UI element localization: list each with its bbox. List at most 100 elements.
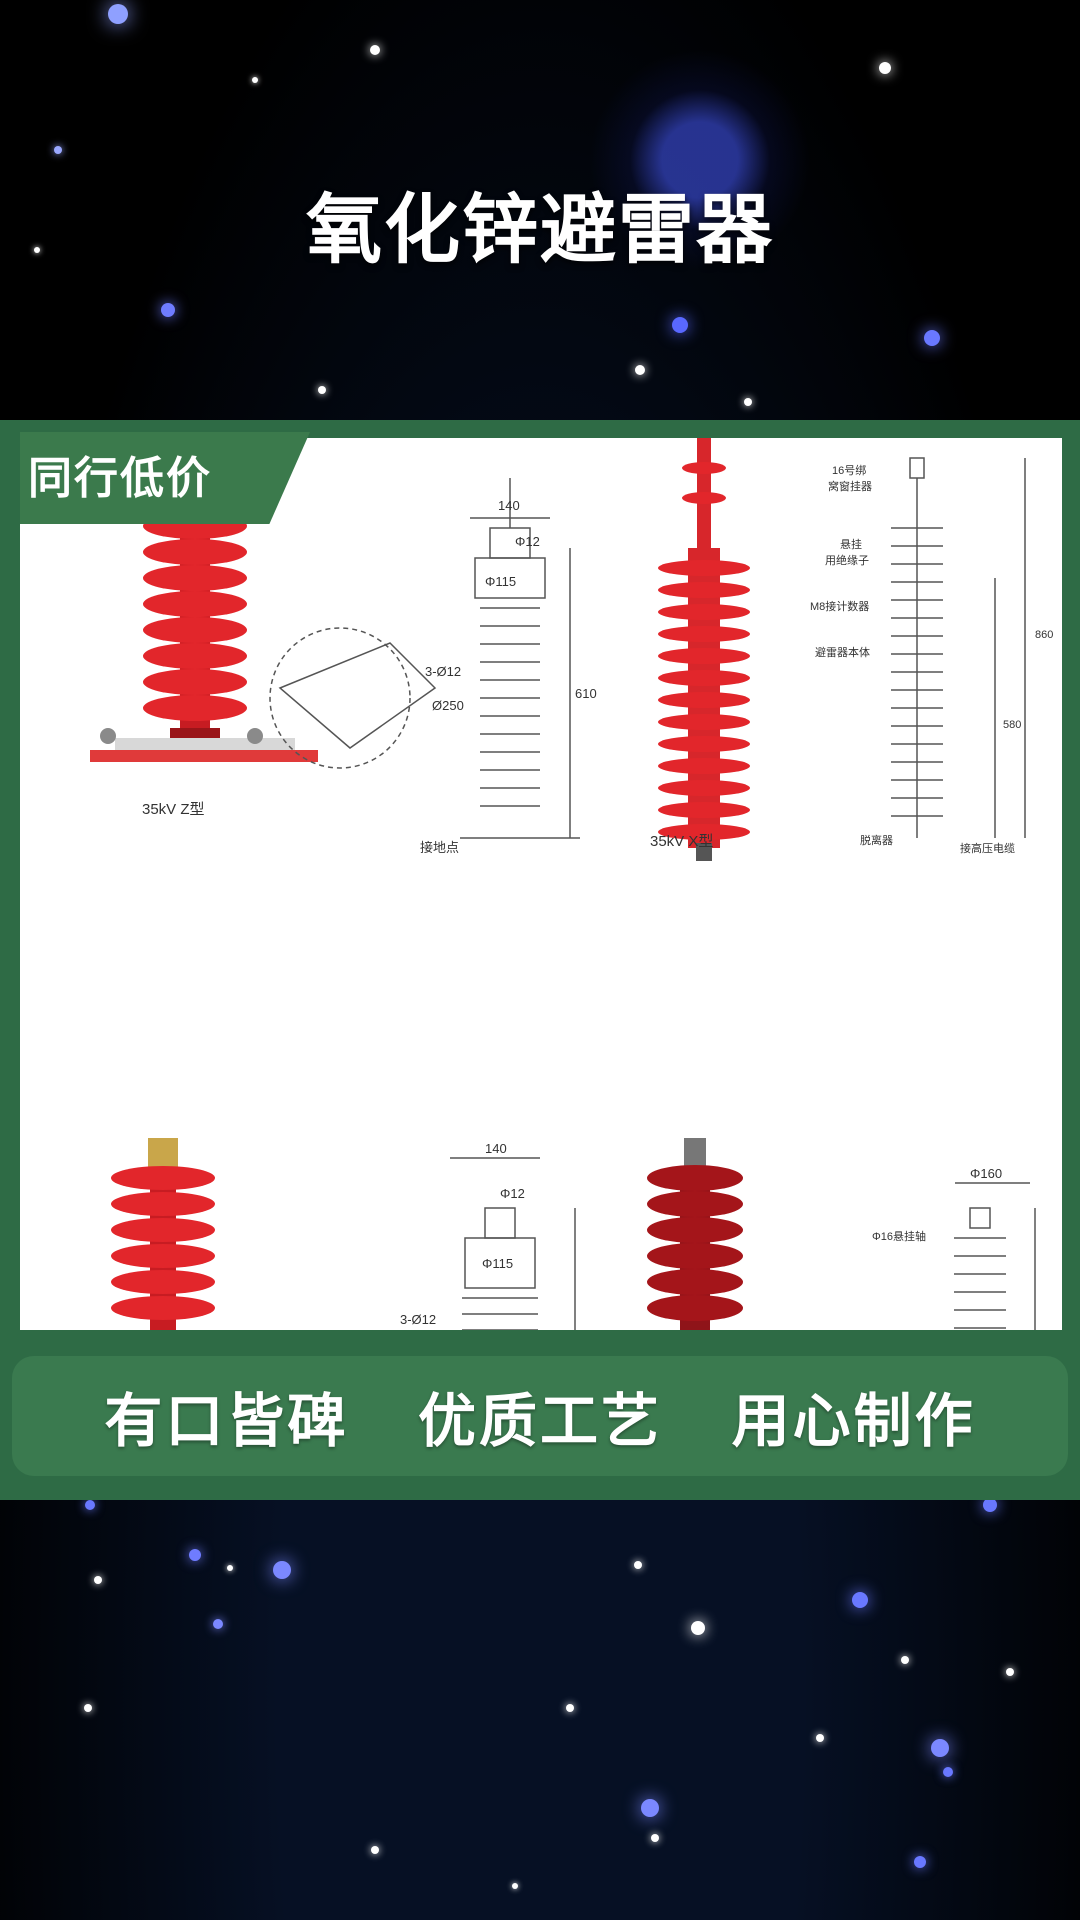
dim-610: 610 — [575, 686, 597, 701]
star — [635, 365, 645, 375]
dim-3-phi12: 3-Ø12 — [425, 664, 461, 679]
insulator-shed — [658, 626, 750, 642]
product-image: 35kV Z型 140 Φ12 Φ115 3-Ø12 Ø250 610 接地点 — [20, 438, 1062, 1330]
star — [879, 62, 891, 74]
insulator-shed — [658, 648, 750, 664]
insulator-shed — [111, 1166, 215, 1190]
label-m8: M8接计数器 — [810, 600, 869, 613]
dimension-drawing-3 — [450, 1157, 576, 1330]
dim-phi115: Φ115 — [485, 574, 516, 589]
star — [983, 1498, 997, 1512]
label-hv-cable: 接高压电缆 — [960, 841, 1015, 855]
insulator-shed — [658, 692, 750, 708]
label-ground-point: 接地点 — [420, 840, 459, 855]
star — [914, 1856, 926, 1868]
star — [108, 4, 128, 24]
slogan-bar: 有口皆碑 优质工艺 用心制作 — [12, 1356, 1068, 1476]
red-arrester-x — [658, 438, 750, 861]
star — [34, 247, 40, 253]
red-arrester-bottom-left — [111, 1138, 215, 1330]
label-disconnector: 脱离器 — [860, 833, 893, 847]
star — [672, 317, 688, 333]
red-arrester-bottom-center — [647, 1138, 743, 1330]
insulator-shed — [143, 643, 247, 669]
insulator-shed — [143, 565, 247, 591]
star — [924, 330, 940, 346]
dim-580: 580 — [1003, 719, 1021, 731]
dim-phi12-b: Φ12 — [500, 1186, 525, 1201]
star — [273, 1561, 291, 1579]
insulator-shed — [658, 604, 750, 620]
insulator-shed — [111, 1192, 215, 1216]
star — [943, 1767, 953, 1777]
dim-phi160: Φ160 — [970, 1166, 1002, 1181]
dimension-drawing-1 — [269, 478, 580, 839]
dimension-drawing-4 — [955, 1182, 1036, 1330]
dim-3-phi12-b: 3-Ø12 — [400, 1312, 436, 1327]
star — [566, 1704, 574, 1712]
star — [94, 1576, 102, 1584]
star — [161, 303, 175, 317]
insulator-shed — [647, 1295, 743, 1321]
star — [213, 1619, 223, 1629]
insulator-shed — [647, 1217, 743, 1243]
star — [852, 1592, 868, 1608]
insulator-shed — [658, 758, 750, 774]
insulator-shed — [143, 617, 247, 643]
insulator-shed — [111, 1244, 215, 1268]
insulator-shed — [111, 1218, 215, 1242]
insulator-shed — [647, 1243, 743, 1269]
insulator-shed — [658, 802, 750, 818]
insulator-shed — [647, 1191, 743, 1217]
label-insulator: 用绝缘子 — [825, 553, 869, 567]
star — [371, 1846, 379, 1854]
star — [85, 1500, 95, 1510]
price-tag — [20, 432, 310, 524]
dim-phi250: Ø250 — [432, 698, 464, 713]
dim-140-b: 140 — [485, 1141, 507, 1156]
star — [189, 1549, 201, 1561]
star — [691, 1621, 705, 1635]
insulator-shed — [111, 1296, 215, 1320]
insulator-shed — [143, 695, 247, 721]
star — [744, 398, 752, 406]
star — [227, 1565, 233, 1571]
label-16: 16号绑 — [832, 464, 866, 477]
star — [84, 1704, 92, 1712]
dim-140: 140 — [498, 498, 520, 513]
dim-860: 860 — [1035, 629, 1053, 641]
slogan-text: 有口皆碑 优质工艺 用心制作 — [104, 1387, 976, 1455]
insulator-shed — [658, 824, 750, 840]
star — [651, 1834, 659, 1842]
arrester-drawing: 35kV Z型 140 Φ12 Φ115 3-Ø12 Ø250 610 接地点 — [90, 438, 1053, 1330]
insulator-shed — [658, 714, 750, 730]
dimension-drawing-2 — [909, 457, 1026, 838]
price-tag-label: 同行低价 — [28, 453, 212, 504]
star — [931, 1739, 949, 1757]
insulator-shed — [647, 1269, 743, 1295]
star — [370, 45, 380, 55]
insulator-shed — [647, 1165, 743, 1191]
caption-x: 35kV X型 — [650, 833, 713, 850]
star — [318, 386, 326, 394]
dim-phi115-b: Φ115 — [482, 1256, 513, 1271]
star — [54, 146, 62, 154]
insulator-shed — [658, 582, 750, 598]
star — [634, 1561, 642, 1569]
insulator-shed — [658, 780, 750, 796]
insulator-shed — [143, 669, 247, 695]
star — [816, 1734, 824, 1742]
insulator-shed — [143, 591, 247, 617]
star — [901, 1656, 909, 1664]
insulator-shed — [658, 560, 750, 576]
insulator-shed — [143, 539, 247, 565]
label-body: 避雷器本体 — [815, 645, 870, 659]
caption-z: 35kV Z型 — [142, 801, 205, 818]
star — [1006, 1668, 1014, 1676]
dim-phi12: Φ12 — [515, 534, 540, 549]
label-window: 窝窗挂器 — [828, 479, 872, 493]
star — [641, 1799, 659, 1817]
label-hang: 悬挂 — [840, 537, 862, 551]
insulator-shed — [658, 670, 750, 686]
label-phi16: Φ16悬挂轴 — [872, 1229, 926, 1243]
